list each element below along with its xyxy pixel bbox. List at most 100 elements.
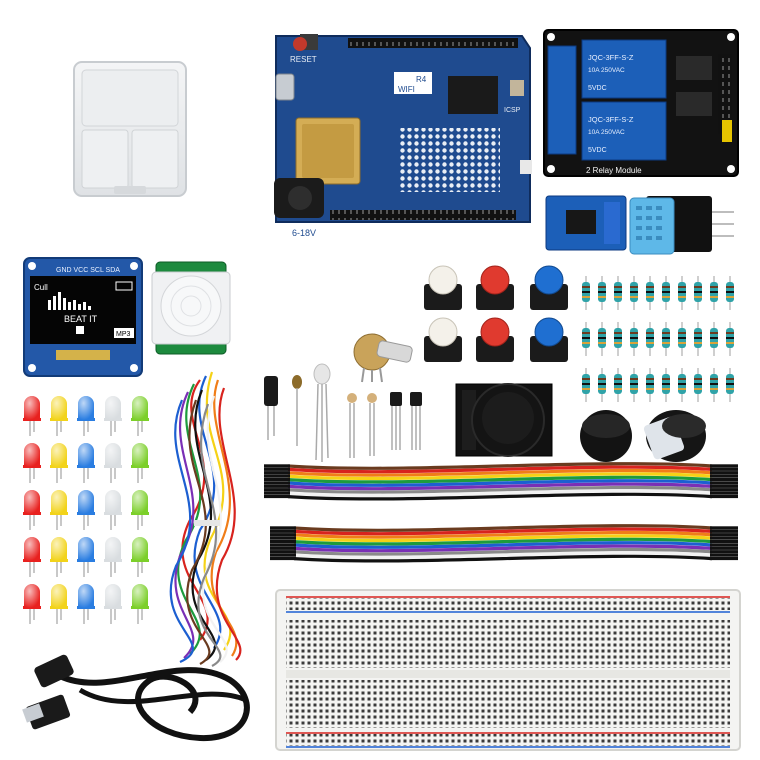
- resistor: [710, 322, 718, 356]
- relay-2: JQC-3FF-S-Z 10A 250VAC 5VDC: [581, 101, 667, 161]
- resistor: [614, 368, 622, 402]
- led-array: [23, 396, 149, 624]
- svg-text:JQC-3FF-S-Z: JQC-3FF-S-Z: [588, 53, 634, 62]
- svg-text:10A 250VAC: 10A 250VAC: [588, 67, 625, 74]
- buzzer-icon: [580, 410, 632, 462]
- relay-1: JQC-3FF-S-Z 10A 250VAC 5VDC: [581, 39, 667, 99]
- resistor: [582, 368, 590, 402]
- dht11-sensor-module: [629, 196, 734, 255]
- breadboard: [275, 589, 741, 751]
- resistor: [726, 368, 734, 402]
- resistor: [646, 276, 654, 310]
- led: [104, 490, 122, 530]
- ribbon-cables: [264, 462, 738, 563]
- buzzer-passive: [643, 410, 706, 462]
- push-button-red-1: [476, 265, 514, 310]
- resistor: [662, 368, 670, 402]
- led: [104, 396, 122, 436]
- led: [131, 490, 149, 530]
- svg-text:JQC-3FF-S-Z: JQC-3FF-S-Z: [588, 115, 634, 124]
- reset-label: RESET: [290, 55, 317, 64]
- oled-corner-text: MP3: [116, 331, 131, 338]
- led: [50, 396, 68, 436]
- led: [77, 537, 95, 577]
- led: [131, 537, 149, 577]
- push-buttons: [424, 265, 568, 362]
- resistor: [726, 276, 734, 310]
- resistor: [598, 322, 606, 356]
- potentiometer-icon: [353, 333, 413, 383]
- resistor: [694, 276, 702, 310]
- svg-text:5VDC: 5VDC: [588, 147, 607, 154]
- push-button-blue-2: [530, 317, 568, 362]
- resistor: [630, 368, 638, 402]
- reset-button[interactable]: [293, 37, 307, 51]
- resistor: [614, 276, 622, 310]
- electrolytic-capacitor: [264, 376, 278, 440]
- led: [104, 443, 122, 483]
- push-button-white-1: [424, 265, 462, 310]
- resistor: [598, 368, 606, 402]
- oled-display-module: GND VCC SCL SDA Cull BEAT IT MP3: [23, 257, 143, 377]
- led: [50, 537, 68, 577]
- resistor: [582, 322, 590, 356]
- icsp-label: ICSP: [504, 107, 521, 114]
- jumper-wire-bundle: [169, 371, 242, 667]
- led: [23, 537, 41, 577]
- resistor: [662, 322, 670, 356]
- resistor: [694, 368, 702, 402]
- led: [23, 443, 41, 483]
- relay-name-label: 2 Relay Module: [586, 166, 642, 175]
- led: [23, 396, 41, 436]
- voltage-label: 6-18V: [292, 228, 316, 238]
- ribbon-cable-male: [270, 524, 738, 563]
- led: [104, 537, 122, 577]
- resistor: [710, 276, 718, 310]
- resistor: [598, 276, 606, 310]
- sound-sensor-module: [545, 195, 627, 251]
- led: [23, 584, 41, 624]
- resistor: [678, 276, 686, 310]
- led: [131, 443, 149, 483]
- led: [77, 396, 95, 436]
- led: [77, 490, 95, 530]
- resistor: [726, 322, 734, 356]
- rgb-led: [313, 363, 331, 462]
- oled-screen-text: BEAT IT: [64, 314, 98, 324]
- push-button-white-2: [424, 317, 462, 362]
- relay-module: JQC-3FF-S-Z 10A 250VAC 5VDC JQC-3FF-S-Z …: [543, 29, 739, 177]
- oled-signal-text: Cull: [34, 283, 48, 292]
- svg-text:5VDC: 5VDC: [588, 85, 607, 92]
- joystick-icon: [455, 383, 553, 457]
- uno-r4-wifi-board: RESET R4 WIFI ICSP 6-18V: [274, 34, 532, 238]
- oled-pin-label: GND VCC SCL SDA: [56, 267, 120, 274]
- resistor: [630, 276, 638, 310]
- resistor: [582, 276, 590, 310]
- diode-component: [292, 375, 302, 446]
- led: [23, 490, 41, 530]
- board-wifi-label: WIFI: [398, 85, 415, 94]
- led: [131, 584, 149, 624]
- board-model-label: R4: [416, 75, 427, 84]
- resistor: [614, 322, 622, 356]
- resistor: [694, 322, 702, 356]
- led: [77, 443, 95, 483]
- led: [50, 443, 68, 483]
- resistor: [646, 322, 654, 356]
- pir-motion-sensor: [151, 261, 231, 355]
- led: [50, 490, 68, 530]
- usb-cable-icon: [22, 654, 250, 742]
- resistor: [710, 368, 718, 402]
- photoresistors: [347, 393, 377, 458]
- led: [104, 584, 122, 624]
- push-button-red-2: [476, 317, 514, 362]
- resistor: [646, 368, 654, 402]
- led: [50, 584, 68, 624]
- resistor: [662, 276, 670, 310]
- resistor: [678, 322, 686, 356]
- svg-text:10A 250VAC: 10A 250VAC: [588, 129, 625, 136]
- push-button-blue-1: [530, 265, 568, 310]
- resistor: [678, 368, 686, 402]
- transistors: [390, 392, 422, 450]
